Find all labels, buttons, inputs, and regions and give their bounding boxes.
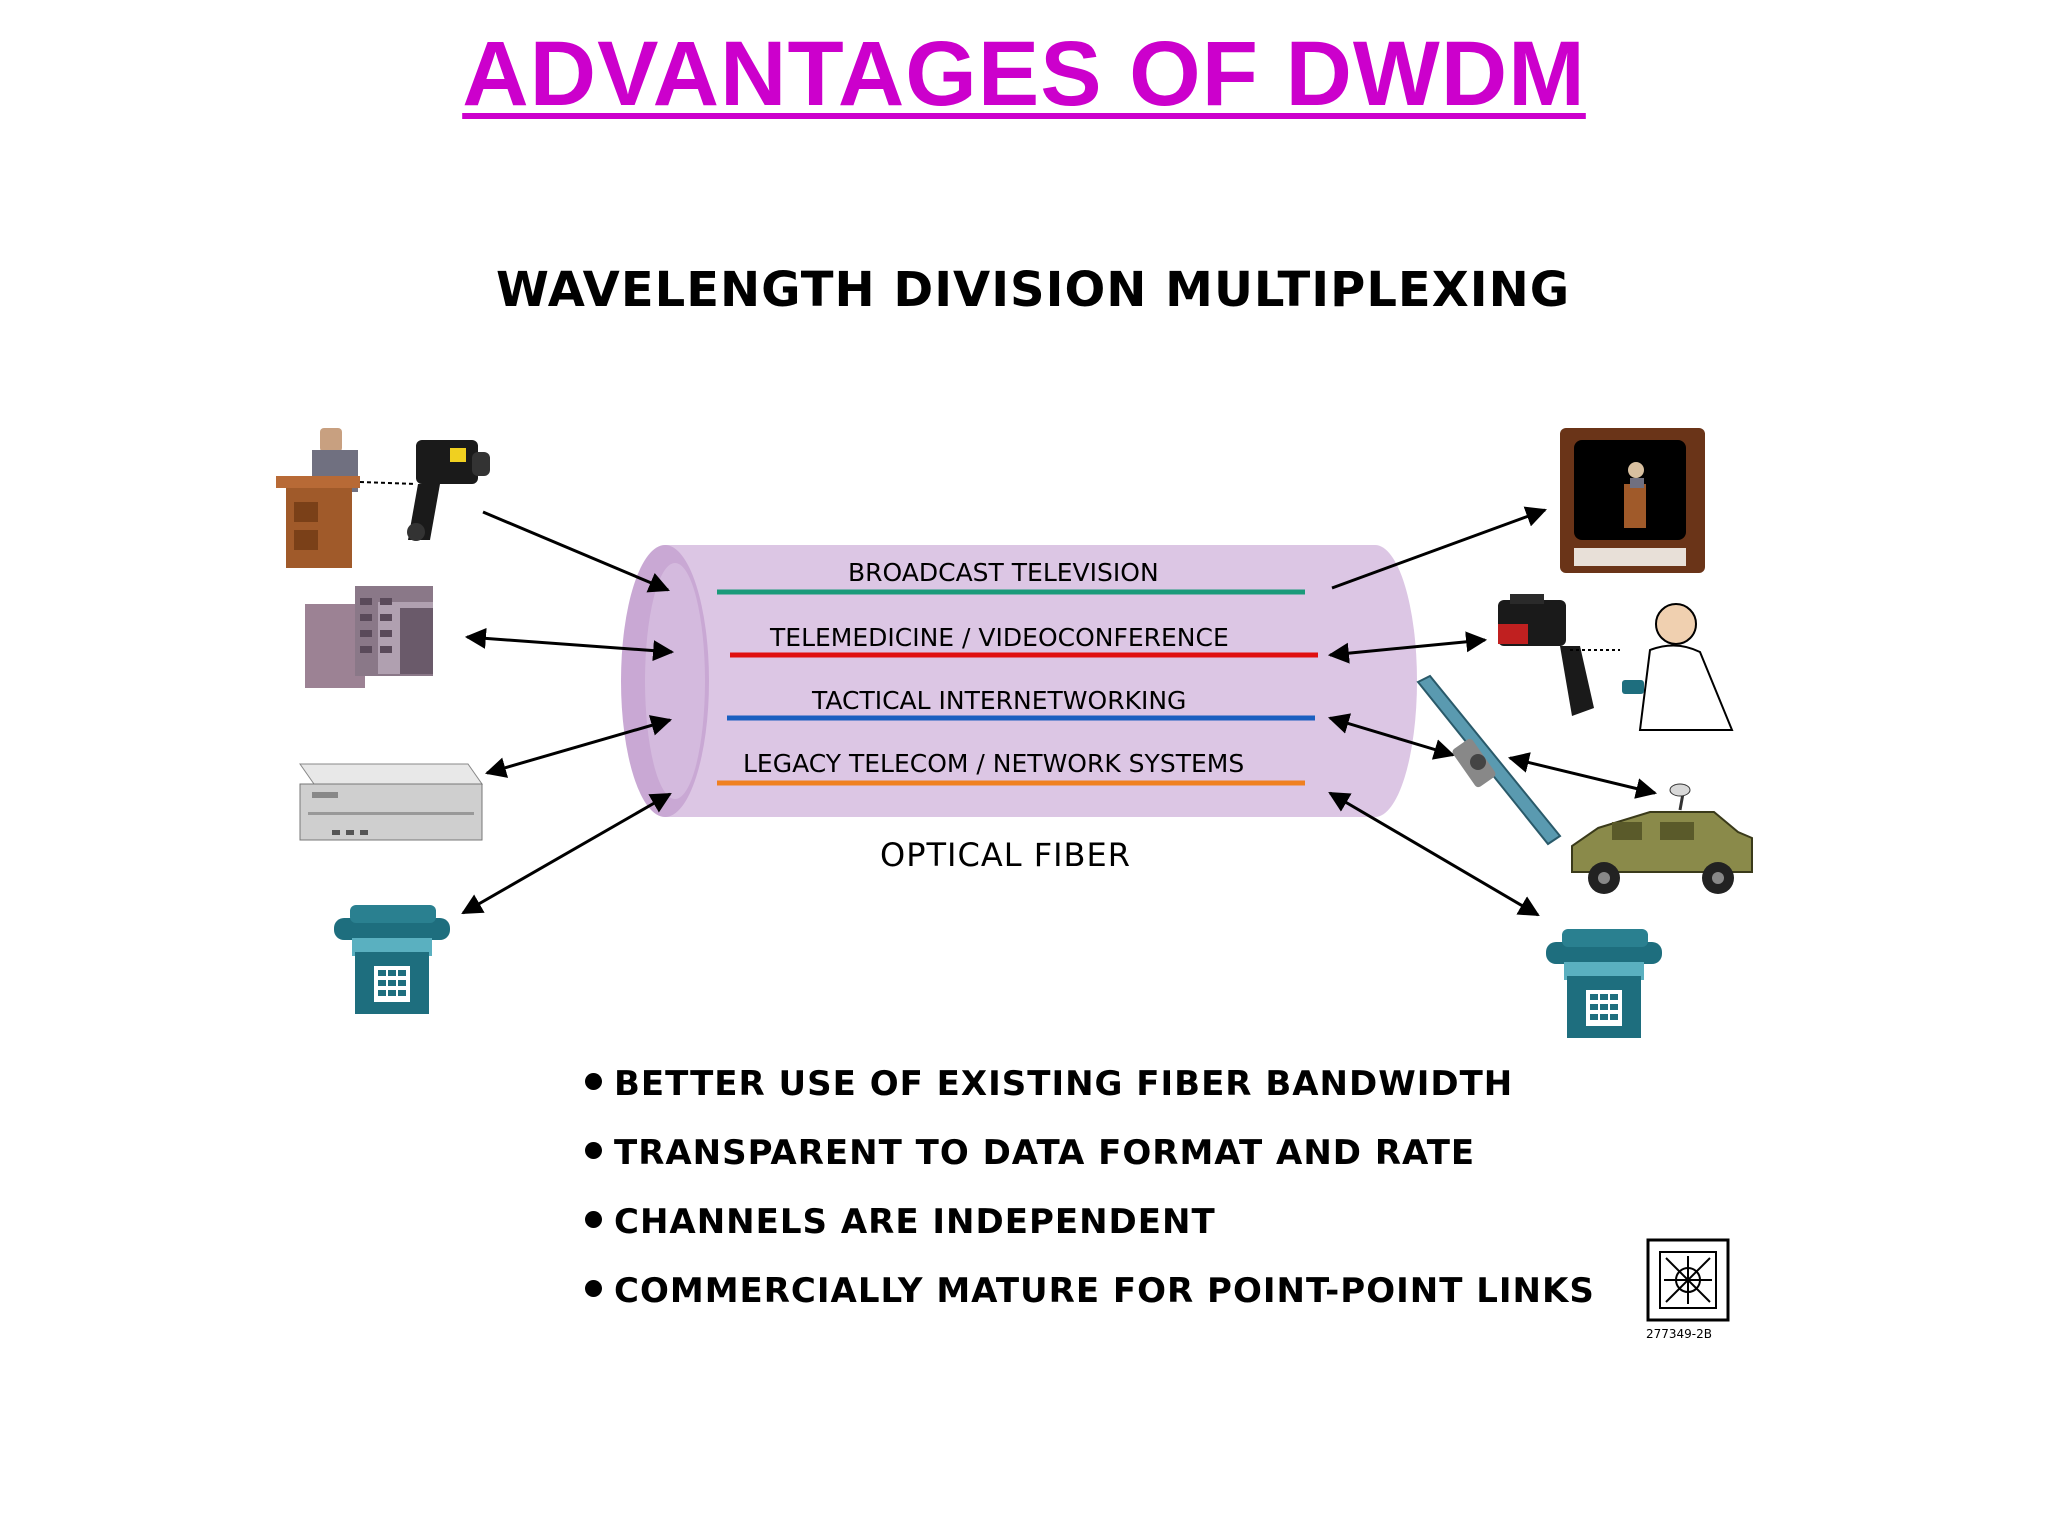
server-unit-icon	[299, 763, 483, 841]
advantages-list: BETTER USE OF EXISTING FIBER BANDWIDTH T…	[585, 1064, 1595, 1340]
television-icon	[1560, 428, 1705, 573]
channel-label-broadcast: BROADCAST TELEVISION	[848, 558, 1159, 587]
channel-label-telemedicine: TELEMEDICINE / VIDEOCONFERENCE	[770, 623, 1229, 652]
bullet-icon	[585, 1211, 602, 1228]
channel-label-tactical: TACTICAL INTERNETWORKING	[812, 686, 1187, 715]
list-item: CHANNELS ARE INDEPENDENT	[585, 1202, 1595, 1271]
bullet-icon	[585, 1280, 602, 1297]
telephone-icon	[334, 905, 450, 1014]
list-item-text: CHANNELS ARE INDEPENDENT	[614, 1202, 1216, 1242]
bullet-icon	[585, 1073, 602, 1090]
diagram-subtitle: WAVELENGTH DIVISION MULTIPLEXING	[496, 262, 1571, 318]
document-number: 277349-2B	[1646, 1327, 1713, 1341]
channel-label-legacy: LEGACY TELECOM / NETWORK SYSTEMS	[743, 749, 1245, 778]
list-item-text: TRANSPARENT TO DATA FORMAT AND RATE	[614, 1133, 1476, 1173]
list-item: COMMERCIALLY MATURE FOR POINT-POINT LINK…	[585, 1271, 1595, 1340]
bullet-icon	[585, 1142, 602, 1159]
military-vehicle-icon	[1571, 783, 1753, 894]
office-buildings-icon	[305, 586, 433, 688]
page-title: ADVANTAGES OF DWDM	[462, 23, 1586, 125]
satellite-icon	[1416, 674, 1562, 846]
list-item-text: COMMERCIALLY MATURE FOR POINT-POINT LINK…	[614, 1271, 1595, 1311]
list-item-text: BETTER USE OF EXISTING FIBER BANDWIDTH	[614, 1064, 1514, 1104]
telephone-icon	[1546, 929, 1662, 1038]
list-item: TRANSPARENT TO DATA FORMAT AND RATE	[585, 1133, 1595, 1202]
list-item: BETTER USE OF EXISTING FIBER BANDWIDTH	[585, 1064, 1595, 1133]
doctor-with-camera-icon	[1498, 594, 1734, 731]
speaker-at-podium-with-camera-icon	[276, 428, 490, 568]
left-arrows	[461, 510, 675, 915]
document-logo-icon	[1646, 1238, 1730, 1322]
right-arrows	[1327, 506, 1658, 917]
optical-fiber-label: OPTICAL FIBER	[880, 836, 1131, 874]
